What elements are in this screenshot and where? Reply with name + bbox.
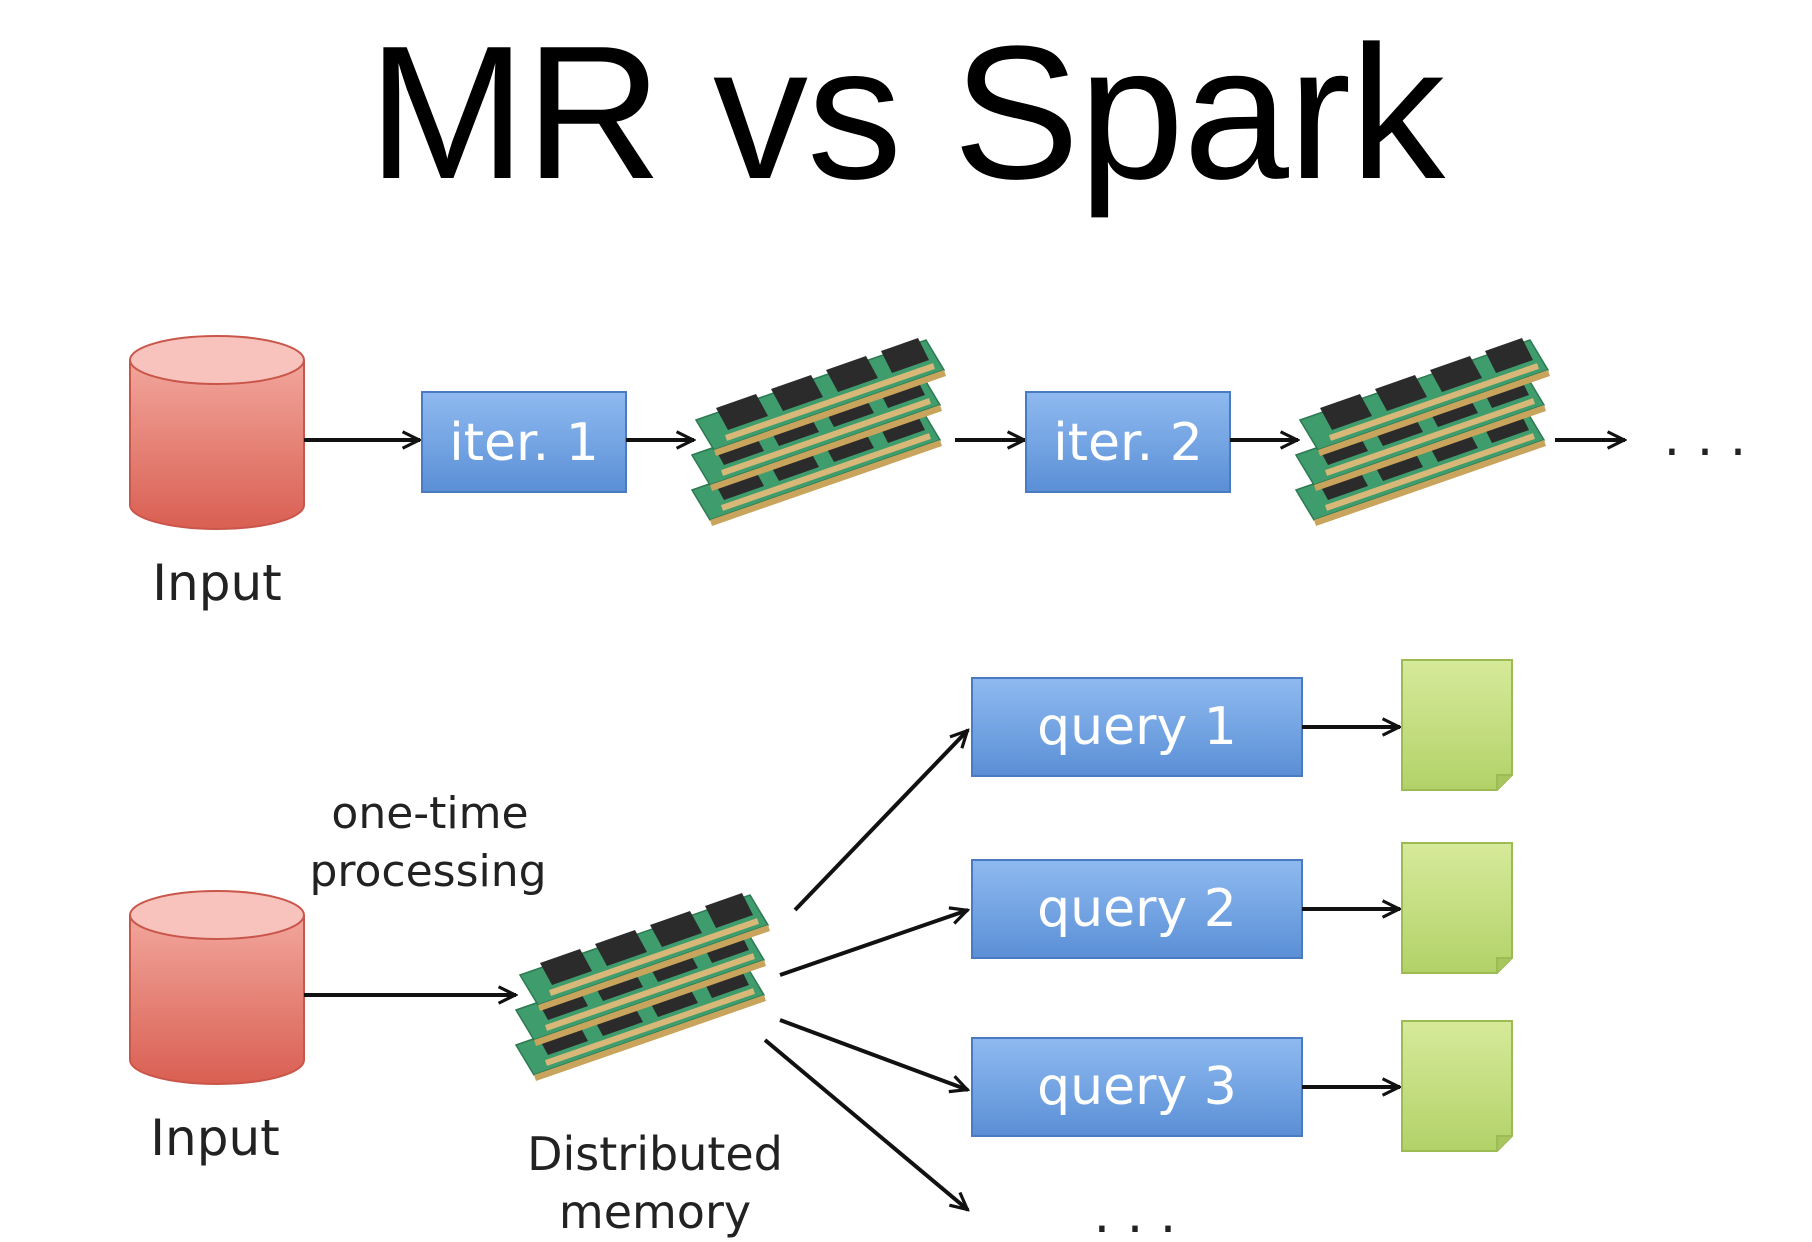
bottom-continuation-ellipsis: . . . xyxy=(1094,1185,1177,1242)
one-time-label: one-time xyxy=(331,788,528,839)
result-document-icon xyxy=(1401,659,1513,791)
ram-memory-icon xyxy=(516,893,770,1081)
query-3-box: query 3 xyxy=(971,1037,1303,1137)
result-document-icon xyxy=(1401,842,1513,974)
iter-2-box: iter. 2 xyxy=(1025,391,1231,493)
slide-title: MR vs Spark xyxy=(367,7,1445,219)
top-continuation-ellipsis: . . . xyxy=(1664,408,1747,468)
distributed-label: Distributed xyxy=(527,1127,783,1181)
bottom-input-label: Input xyxy=(150,1109,279,1167)
input-database-icon xyxy=(129,890,305,1085)
arrow-memory-to-query-1 xyxy=(793,730,968,912)
ram-memory-icon xyxy=(1296,338,1550,526)
query-1-box: query 1 xyxy=(971,677,1303,777)
input-database-icon xyxy=(129,335,305,530)
processing-label: processing xyxy=(309,846,546,897)
query-2-label: query 2 xyxy=(1037,879,1237,939)
query-2-box: query 2 xyxy=(971,859,1303,959)
memory-label: memory xyxy=(559,1185,751,1239)
ram-memory-icon xyxy=(692,338,946,526)
bottom-flow: Input one-time processing Distributed me… xyxy=(129,659,1513,1242)
arrow-memory-to-query-2 xyxy=(779,910,968,977)
query-1-label: query 1 xyxy=(1037,697,1237,757)
arrow-memory-to-continuation xyxy=(763,1038,968,1210)
arrow-memory-to-query-3 xyxy=(779,1018,968,1090)
top-flow: Input iter. 1 iter. 2 . . . xyxy=(129,335,1747,612)
top-input-label: Input xyxy=(152,554,281,612)
iter-1-box: iter. 1 xyxy=(421,391,627,493)
iter-2-label: iter. 2 xyxy=(1053,413,1203,473)
iter-1-label: iter. 1 xyxy=(449,413,599,473)
result-document-icon xyxy=(1401,1020,1513,1152)
query-3-label: query 3 xyxy=(1037,1057,1237,1117)
